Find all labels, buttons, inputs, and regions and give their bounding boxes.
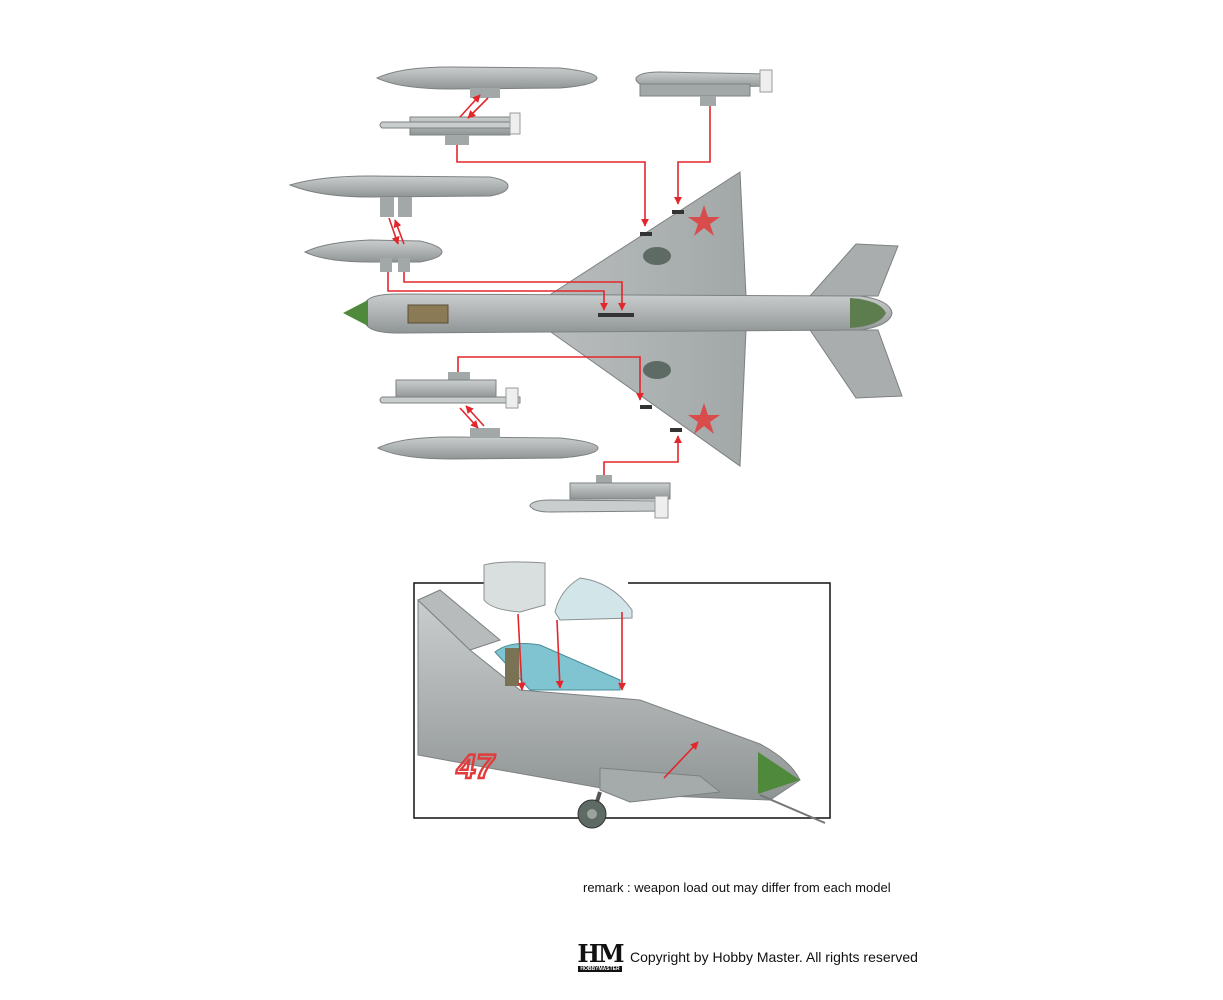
drop-tank-top <box>375 66 598 90</box>
aircraft-top-view <box>343 171 903 467</box>
lower-stabilizer <box>809 329 903 399</box>
callout-arrows-top <box>387 94 711 475</box>
aircraft-marking-number: 47 <box>453 748 497 786</box>
missile-launcher-top-left <box>379 112 521 145</box>
drop-tank-top-pylon <box>470 88 500 98</box>
hm-logo-icon: HM HOBBYMASTER <box>577 939 625 972</box>
pylon-lower-inner <box>640 405 652 409</box>
tail-fin-closeup <box>417 589 502 651</box>
remark-text: remark : weapon load out may differ from… <box>583 880 891 895</box>
engine-nozzle <box>850 298 886 328</box>
drop-tank-bottom-pylon <box>470 428 500 438</box>
drop-tank-mid-pylon-1 <box>380 197 394 217</box>
missile-launcher-bottom-left <box>379 372 521 409</box>
red-star-icon <box>688 403 720 434</box>
nose-cone-closeup <box>758 752 800 794</box>
front-windscreen <box>483 561 546 613</box>
pylon-upper-inner <box>640 232 652 236</box>
main-wheel-lower <box>643 361 671 379</box>
cockpit-detail: 47 <box>413 561 831 829</box>
nose-gear-hub <box>587 809 597 819</box>
pylon-lower-outer <box>670 428 682 432</box>
drop-tank-mid <box>288 175 509 198</box>
weapons-group <box>288 66 773 519</box>
drop-tank-bottom <box>376 436 599 460</box>
copyright-text: Copyright by Hobby Master. All rights re… <box>630 949 918 965</box>
ventral-pod-pylon-2 <box>398 258 410 272</box>
pilot-seat <box>505 648 519 686</box>
pylon-upper-outer <box>672 210 684 214</box>
logo-sub: HOBBYMASTER <box>578 966 622 972</box>
nose-cone <box>343 300 368 326</box>
missile-bottom <box>529 475 671 519</box>
centerline-pylon <box>598 313 634 317</box>
detail-frame <box>413 582 831 819</box>
pitot-tube <box>759 794 826 824</box>
logo-main: HM <box>577 939 624 968</box>
nose-gear-bay <box>407 304 449 324</box>
intake-pylon <box>599 767 722 803</box>
drop-tank-mid-pylon-2 <box>398 197 412 217</box>
red-star-icon <box>688 205 720 236</box>
main-wheel-upper <box>643 247 671 265</box>
canopy <box>554 577 633 621</box>
ventral-pod-pylon-1 <box>380 258 392 272</box>
upper-stabilizer <box>808 243 899 297</box>
ventral-pod <box>303 239 443 263</box>
missile-top-right <box>635 69 773 106</box>
footer: HM HOBBYMASTER Copyright by Hobby Master… <box>577 939 918 972</box>
callout-arrows-cockpit <box>517 612 699 779</box>
